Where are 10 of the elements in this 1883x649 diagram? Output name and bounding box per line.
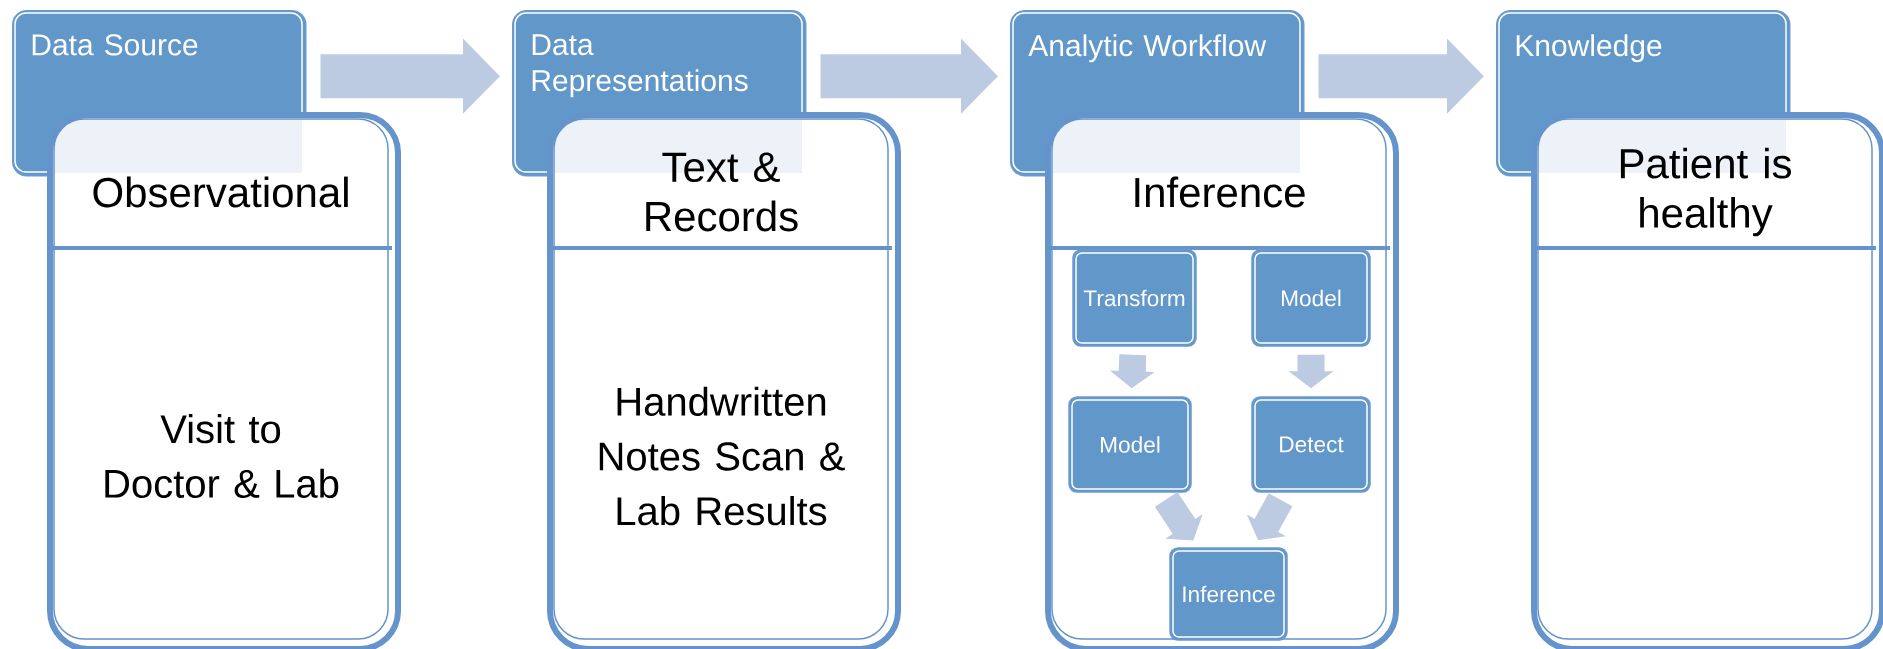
block-arrow: [1154, 492, 1203, 541]
card-heading: Inference: [1135, 176, 1305, 208]
card-heading: Observational: [93, 176, 348, 208]
process-box: Detect: [1251, 396, 1371, 493]
card-body: Handwritten Notes Scan & Lab Results: [599, 386, 845, 526]
process-box: Model: [1068, 396, 1192, 493]
card-body: Visit to Doctor & Lab: [105, 413, 339, 498]
process-box: Inference: [1169, 547, 1288, 641]
process-box: Transform: [1072, 249, 1197, 347]
process-box: Model: [1251, 249, 1371, 347]
